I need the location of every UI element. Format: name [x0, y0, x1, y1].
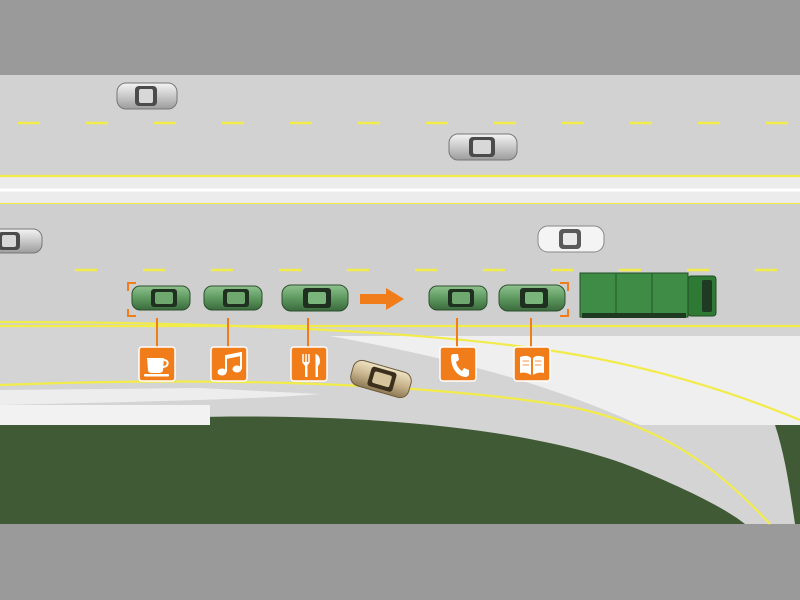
platoon-car-3: [281, 284, 349, 312]
right-arrow-icon: [360, 288, 404, 310]
fork-knife-icon: [290, 346, 328, 382]
coffee-cup-icon: [138, 346, 176, 382]
ramp-shoulder-left: [0, 388, 320, 405]
grass-right: [775, 425, 800, 524]
grass-area: [0, 416, 745, 524]
ramp-inner-line: [0, 320, 800, 422]
lead-truck: [579, 272, 717, 318]
silver-car-2: [448, 133, 518, 161]
open-book-icon: [513, 346, 551, 382]
platoon-car-5: [498, 284, 566, 312]
music-note-icon: [210, 346, 248, 382]
silver-car-3: [0, 228, 43, 254]
merging-car: [350, 359, 412, 399]
telephone-icon: [439, 346, 477, 382]
top-band: [0, 0, 800, 75]
white-car: [537, 225, 605, 253]
platoon-bracket-right: [560, 282, 569, 317]
ramp-edge-left: [0, 405, 210, 425]
platoon-bracket-left: [127, 282, 136, 317]
bottom-band: [0, 524, 800, 600]
platoon-car-4: [428, 285, 488, 311]
platoon-car-2: [203, 285, 263, 311]
silver-car-1: [116, 82, 178, 110]
platoon-car-1: [131, 285, 191, 311]
